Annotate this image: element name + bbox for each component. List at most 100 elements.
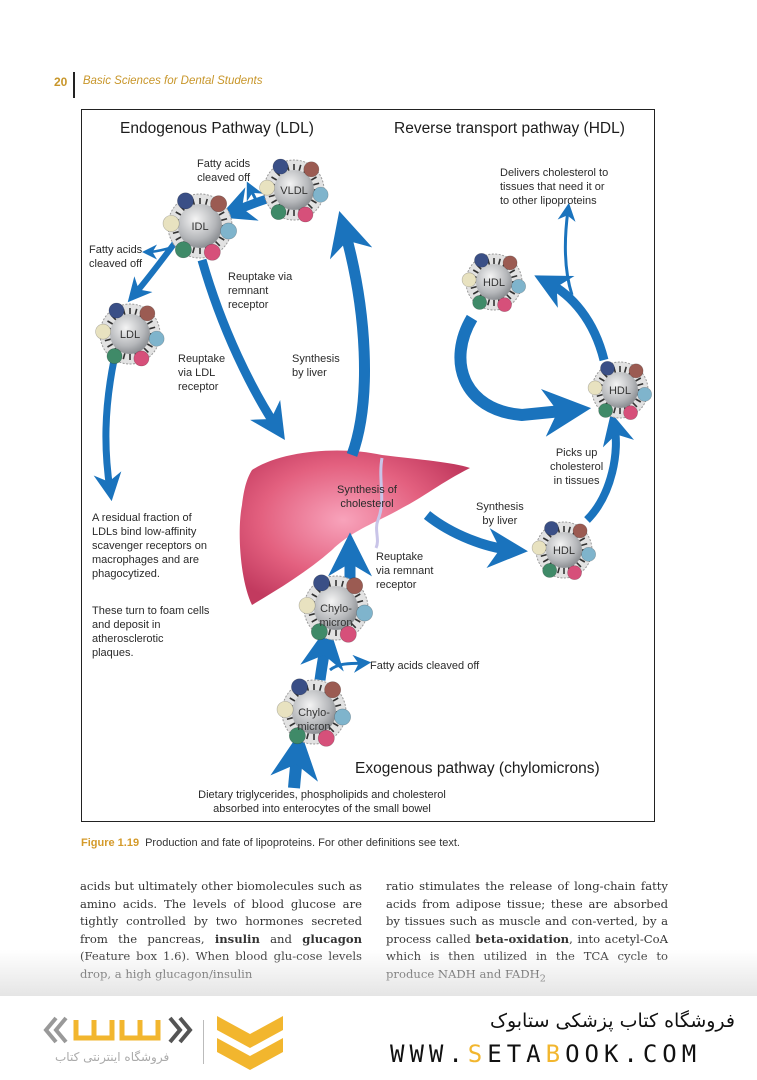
- label-picks-up: Picks up cholesterol in tissues: [550, 447, 604, 487]
- label-synthesis-liver-vldl: Synthesis by liver: [292, 353, 340, 379]
- apoprotein-bead: [276, 701, 294, 718]
- apoprotein-bead: [600, 361, 615, 376]
- arrow-liver-to-vldl: [329, 211, 373, 457]
- label-idl: IDL: [191, 221, 209, 233]
- apoprotein-bead: [272, 158, 289, 175]
- lipid-tail: [328, 726, 335, 733]
- apoprotein-bead: [572, 523, 588, 539]
- lipid-tail: [579, 558, 586, 563]
- label-ldl: LDL: [119, 329, 141, 341]
- apoprotein-bead: [339, 625, 357, 643]
- apoprotein-bead: [220, 222, 237, 240]
- lipid-tail: [122, 353, 126, 360]
- title-endogenous: Endogenous Pathway (LDL): [120, 120, 314, 137]
- lipid-tail: [286, 209, 290, 216]
- lipid-tail: [307, 203, 313, 209]
- arrow-dietary-in: [270, 730, 318, 789]
- arrow-idl-to-ldl: [127, 238, 180, 303]
- lipid-tail: [289, 697, 296, 702]
- label-reuptake-ldl: Reuptake via LDL receptor: [178, 353, 226, 393]
- lipid-tail: [509, 269, 516, 274]
- text-run: ratio stimulates the release of long-cha…: [386, 879, 668, 946]
- lipid-tail: [632, 402, 638, 408]
- store-banner: فروشگاه اینترنتی کتاب فروشگاه کتاب پزشکی…: [0, 996, 757, 1080]
- lipid-tail: [635, 398, 642, 403]
- lipid-tail: [506, 294, 512, 300]
- arrow-vldl-fatty-acids: [246, 181, 263, 203]
- lipid-tail: [598, 377, 605, 382]
- logo-divider: [203, 1020, 204, 1064]
- lipid-tail: [172, 230, 179, 235]
- liver-ligament: [374, 457, 384, 549]
- lipid-tail: [509, 290, 516, 295]
- lipid-tail: [204, 198, 209, 205]
- lipid-tail: [286, 716, 293, 721]
- lipid-tail: [313, 182, 320, 186]
- lipid-core: [546, 532, 582, 568]
- shop-name: فروشگاه کتاب پزشکی ستابوک: [489, 1010, 735, 1032]
- lipid-tail: [567, 526, 571, 533]
- label-fatty-acids-idl: Fatty acids cleaved off: [89, 244, 143, 270]
- lipid-tail: [332, 722, 339, 727]
- label-reuptake-remnant-chylo: Reuptake via remnant receptor: [376, 551, 434, 591]
- apoprotein-bead: [270, 204, 287, 220]
- page-number: 20: [54, 75, 68, 89]
- url-segment: B: [545, 1040, 566, 1068]
- lipid-tail: [357, 599, 364, 604]
- lipid-tail: [214, 240, 221, 247]
- lipid-tail: [191, 247, 196, 254]
- apoprotein-bead: [259, 179, 275, 196]
- label-vldl: VLDL: [280, 185, 308, 197]
- lipid-tail: [149, 326, 156, 330]
- lipid-tail: [305, 733, 310, 740]
- lipid-tail: [318, 684, 323, 691]
- apoprotein-bead: [356, 604, 373, 622]
- label-fatty-acids-vldl: Fatty acids cleaved off: [197, 158, 251, 184]
- lipid-tail: [107, 343, 114, 348]
- arrow-ldl-down: [93, 359, 122, 502]
- lipid-core: [476, 264, 512, 300]
- apoprotein-bead: [310, 623, 328, 641]
- bold-term: glucagon: [302, 931, 362, 946]
- lipid-tail: [635, 377, 642, 382]
- apoprotein-bead: [133, 350, 150, 367]
- apoprotein-bead: [531, 540, 547, 556]
- apoprotein-bead: [297, 206, 314, 223]
- apoprotein-bead: [502, 255, 518, 271]
- apoprotein-bead: [474, 253, 489, 268]
- lipid-tail: [497, 258, 501, 265]
- arrow-chylo-fatty-acids: [329, 654, 372, 673]
- label-foam-cells: These turn to foam cells and deposit in …: [92, 605, 210, 659]
- lipid-core: [110, 314, 150, 354]
- lipid-tail: [576, 562, 582, 568]
- apoprotein-bead: [303, 161, 320, 178]
- lipid-tail: [613, 407, 617, 414]
- lipid-core: [602, 372, 638, 408]
- ldl-particle: [95, 302, 165, 367]
- label-dietary: Dietary triglycerides, phospholipids and…: [198, 789, 446, 815]
- lipid-tail: [271, 176, 278, 181]
- arrow-idl-fatty-acids: [142, 244, 171, 260]
- header-divider: [73, 72, 75, 98]
- arrow-liver-to-hdl-bottom: [423, 511, 528, 569]
- lipid-tail: [579, 537, 586, 542]
- lipid-tail: [146, 343, 153, 348]
- bold-term: insulin: [214, 931, 260, 946]
- lipid-tail: [308, 612, 315, 617]
- lipid-tail: [107, 320, 114, 325]
- running-head: 20 Basic Sciences for Dental Students: [54, 72, 262, 98]
- apoprotein-bead: [623, 405, 638, 420]
- apoprotein-bead: [210, 195, 228, 213]
- apoprotein-bead: [544, 521, 559, 536]
- title-reverse: Reverse transport pathway (HDL): [394, 120, 625, 137]
- lipid-tail: [143, 347, 149, 353]
- lipid-tail: [472, 269, 479, 274]
- lipid-tail: [487, 299, 491, 306]
- lipid-tail: [311, 618, 318, 623]
- lipid-tail: [350, 622, 357, 629]
- arrow-chylo-bottom-to-top: [300, 624, 344, 681]
- shop-url[interactable]: WWW.SETABOOK.COM: [390, 1040, 701, 1068]
- apoprotein-bead: [497, 297, 512, 312]
- lipid-tail: [310, 176, 317, 181]
- apoprotein-bead: [637, 387, 652, 402]
